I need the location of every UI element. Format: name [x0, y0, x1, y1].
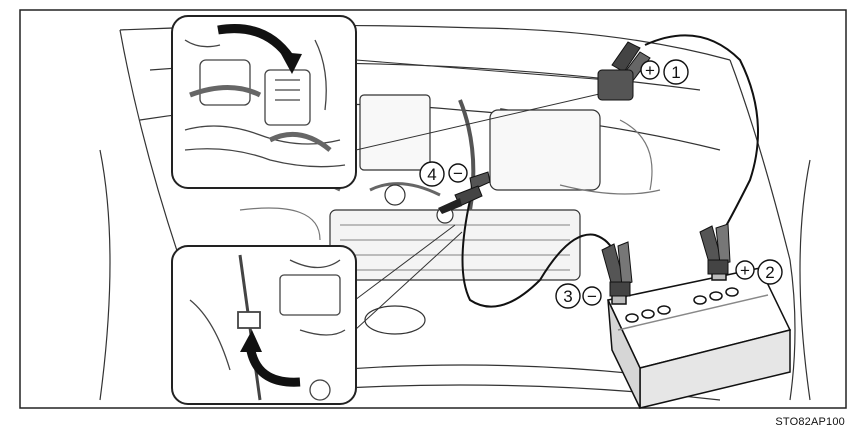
callout-1: + 1	[640, 59, 689, 85]
clamp-negative-booster	[601, 241, 633, 297]
inset-arrow-bottom	[240, 330, 301, 387]
negative-cable	[461, 199, 616, 308]
booster-battery	[606, 267, 792, 409]
clamp-positive-booster	[699, 223, 731, 275]
callout-4-number: 4	[427, 165, 436, 184]
callout-2-number: 2	[765, 263, 774, 282]
clamp-negative-ground	[438, 171, 491, 214]
callout-4: 4 −	[419, 161, 468, 187]
callout-3-sign: −	[587, 287, 597, 306]
callout-1-number: 1	[671, 63, 680, 82]
callout-1-sign: +	[645, 61, 655, 80]
clamp-positive-car	[597, 41, 651, 101]
callout-2: + 2	[735, 259, 783, 285]
inset-ground-point	[171, 245, 357, 405]
leader-lines	[354, 59, 609, 331]
figure-code: STO82AP100	[775, 416, 845, 428]
callout-3: 3 −	[555, 283, 602, 309]
positive-cable	[644, 34, 759, 241]
inset-positive-terminal	[171, 15, 357, 189]
callout-3-number: 3	[563, 287, 572, 306]
callout-4-sign: −	[453, 164, 463, 183]
callout-2-sign: +	[740, 261, 750, 280]
inset-arrow-top	[217, 24, 302, 74]
jumper-cables	[461, 34, 759, 308]
